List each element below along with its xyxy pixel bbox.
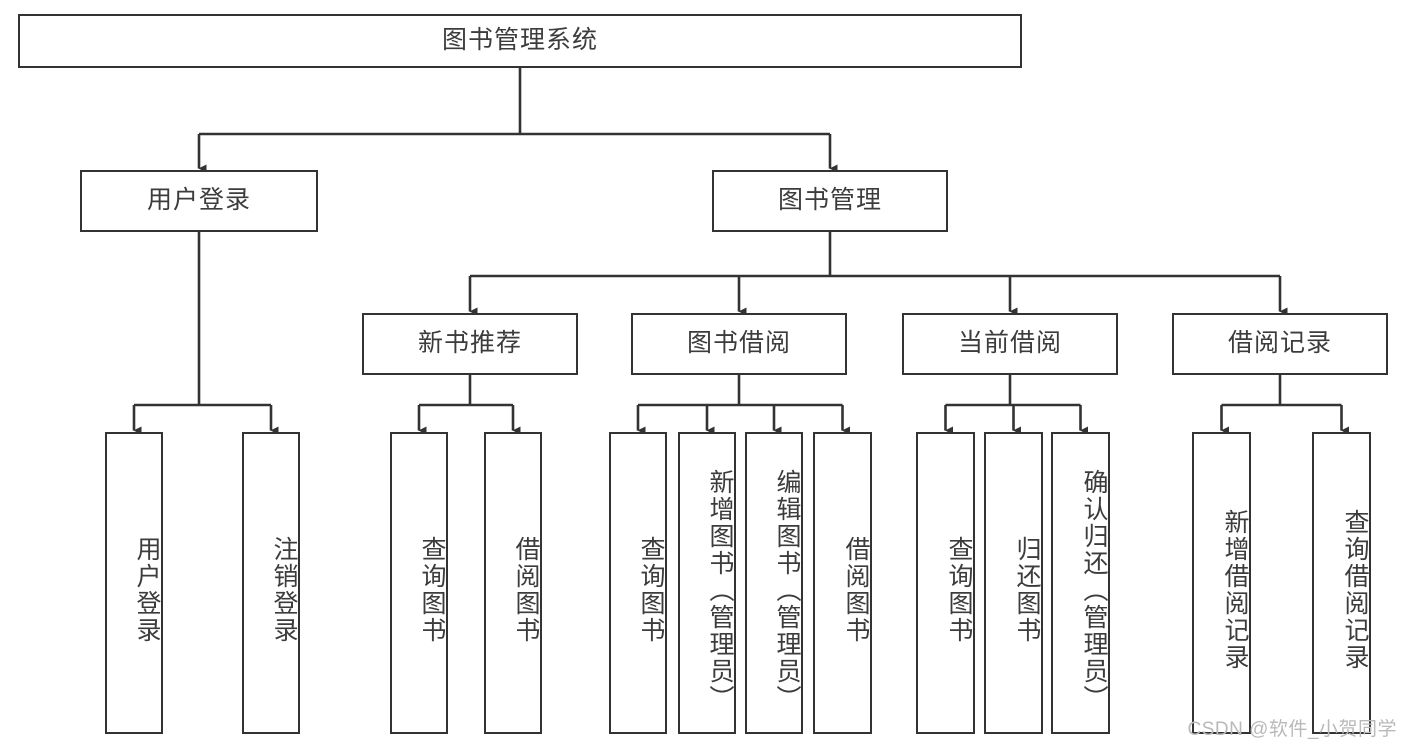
node-leaf-query-book-borrow[interactable]: 查询图书 [609,432,667,734]
node-user-login[interactable]: 用户登录 [80,170,318,232]
node-label: 确认归还（管理员） [1080,468,1108,712]
node-leaf-borrow-book-rec[interactable]: 借阅图书 [484,432,542,734]
node-label: 编辑图书（管理员） [773,468,801,712]
node-leaf-add-borrow-record[interactable]: 新增借阅记录 [1192,432,1251,734]
node-new-book-recommend[interactable]: 新书推荐 [362,313,578,375]
node-borrow-record[interactable]: 借阅记录 [1172,313,1388,375]
node-label: 新增图书（管理员） [706,468,734,712]
node-label: 查询借阅记录 [1341,509,1369,671]
node-leaf-query-book-current[interactable]: 查询图书 [916,432,975,734]
node-label: 归还图书 [1013,536,1041,644]
node-book-borrow[interactable]: 图书借阅 [631,313,847,375]
node-leaf-query-borrow-record[interactable]: 查询借阅记录 [1312,432,1371,734]
node-label: 用户登录 [146,186,251,215]
node-label: 查询图书 [418,536,446,644]
node-leaf-user-login[interactable]: 用户登录 [105,432,163,734]
node-leaf-query-book-rec[interactable]: 查询图书 [390,432,448,734]
node-label: 借阅图书 [842,536,870,644]
node-label: 图书管理 [777,186,882,215]
node-leaf-add-book-admin[interactable]: 新增图书（管理员） [678,432,736,734]
node-label: 查询图书 [945,536,973,644]
node-label: 新增借阅记录 [1221,509,1249,671]
node-root[interactable]: 图书管理系统 [18,14,1022,68]
csdn-watermark: CSDN @软件_小贺同学 [1187,719,1397,740]
node-label: 查询图书 [637,536,665,644]
node-label: 当前借阅 [957,329,1062,358]
node-leaf-return-book[interactable]: 归还图书 [984,432,1043,734]
node-leaf-edit-book-admin[interactable]: 编辑图书（管理员） [745,432,803,734]
node-label: 图书管理系统 [441,26,598,55]
node-book-manage[interactable]: 图书管理 [712,170,948,232]
node-leaf-user-logout[interactable]: 注销登录 [242,432,300,734]
node-label: 图书借阅 [686,329,791,358]
node-leaf-borrow-book[interactable]: 借阅图书 [813,432,872,734]
node-label: 新书推荐 [417,329,522,358]
node-label: 借阅图书 [512,536,540,644]
node-label: 用户登录 [133,536,161,644]
node-current-borrow[interactable]: 当前借阅 [902,313,1118,375]
node-label: 借阅记录 [1227,329,1332,358]
node-label: 注销登录 [270,536,298,644]
node-leaf-confirm-return-admin[interactable]: 确认归还（管理员） [1051,432,1110,734]
